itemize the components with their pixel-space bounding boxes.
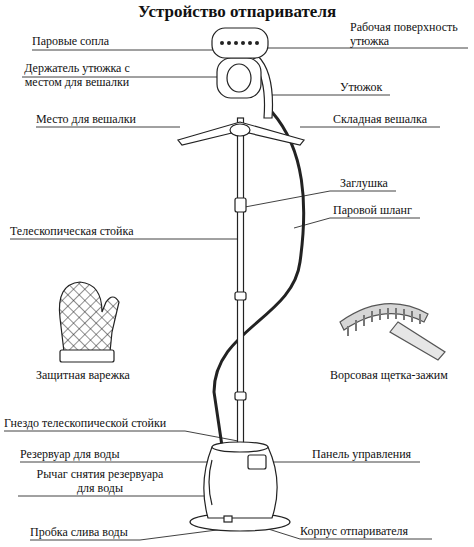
part-label: Паровой шланг	[333, 203, 412, 217]
leader-line	[262, 462, 420, 463]
mitten	[59, 282, 119, 352]
drain-plug	[224, 516, 232, 522]
steamer	[178, 28, 304, 531]
leader-lines	[4, 48, 468, 540]
bristles	[348, 308, 420, 336]
nozzle	[255, 41, 259, 45]
pole-cap	[235, 198, 246, 212]
part-label: Рабочая поверхность утюжка	[350, 20, 468, 48]
iron-plate	[212, 28, 268, 58]
leader-line	[20, 462, 212, 463]
part-label: Утюжок	[340, 80, 382, 94]
brush-handle	[390, 322, 445, 360]
part-label: Складная вешалка	[333, 112, 427, 126]
brush	[340, 304, 445, 360]
hanger-mount	[230, 124, 250, 136]
leader-line	[294, 218, 420, 228]
leader-line	[10, 239, 238, 240]
part-label: Заглушка	[340, 176, 388, 190]
leader-line	[32, 50, 215, 51]
pole-collar	[235, 292, 246, 300]
leader-line	[4, 431, 238, 441]
part-label: Пробка слива воды	[30, 525, 128, 539]
nozzle	[220, 41, 224, 45]
part-label: Держатель утюжка с местом для вешалки	[20, 61, 134, 89]
nozzle	[234, 41, 238, 45]
steamer-body	[204, 447, 277, 518]
part-label: Место для вешалки	[36, 112, 136, 126]
part-label: Ворсовая щетка-зажим	[330, 368, 448, 382]
part-label: Гнездо телескопической стойки	[4, 416, 166, 430]
nozzle	[241, 41, 245, 45]
mitten-cuff	[60, 350, 114, 362]
steam-nozzles	[220, 41, 259, 45]
leader-line	[18, 496, 210, 497]
glove	[59, 282, 119, 362]
part-label: Резервуар для воды	[20, 447, 120, 461]
brush-head	[340, 304, 428, 330]
pole-collar	[235, 392, 246, 400]
leader-line	[270, 95, 390, 96]
leader-line	[300, 127, 440, 128]
part-label: Паровые сопла	[32, 34, 109, 48]
holder-disc	[227, 64, 251, 92]
part-label: Телескопическая стойка	[10, 224, 134, 238]
pole-socket	[212, 442, 268, 452]
nozzle	[227, 41, 231, 45]
iron-holder	[217, 58, 261, 98]
part-label: Панель управления	[312, 447, 411, 461]
control-panel	[248, 455, 266, 469]
leader-line	[36, 127, 180, 128]
nozzle	[248, 41, 252, 45]
folding-hanger	[178, 122, 304, 145]
part-label: Рычаг снятия резервуара для воды	[30, 467, 170, 495]
steam-hose	[214, 112, 304, 446]
water-tank	[209, 460, 212, 505]
part-label: Защитная варежка	[36, 368, 130, 382]
title: Устройство отпаривателя	[0, 2, 474, 22]
part-label: Корпус отпаривателя	[300, 524, 408, 538]
